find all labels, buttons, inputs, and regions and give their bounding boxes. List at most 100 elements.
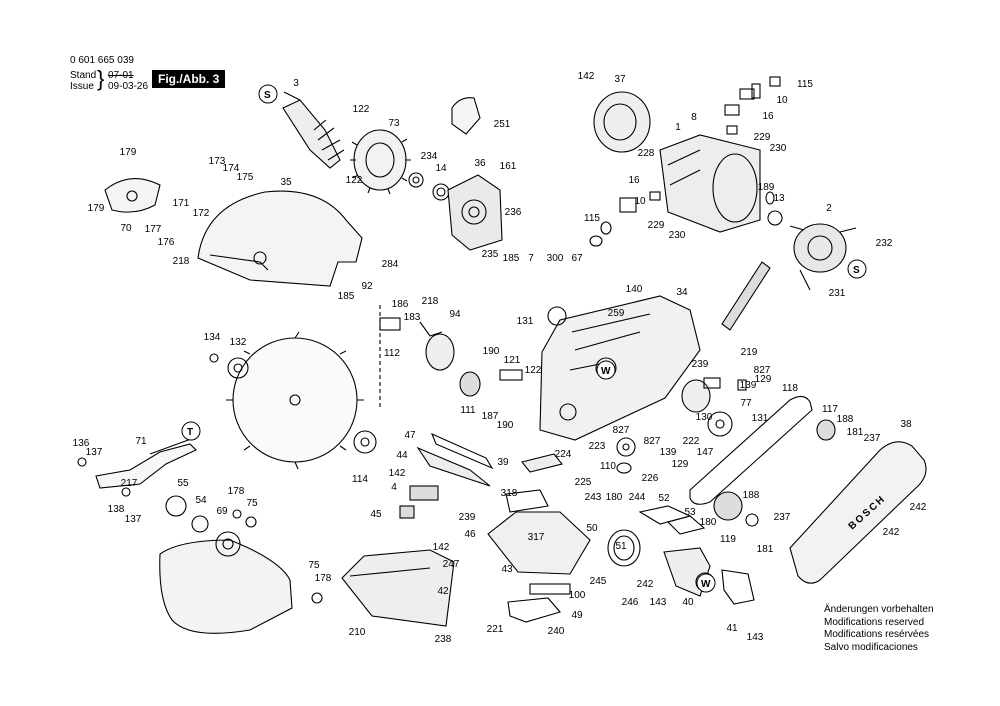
part-number-callout: 13 (773, 193, 785, 204)
part-number-callout: 14 (435, 163, 447, 174)
part-number-callout: 10 (776, 95, 788, 106)
part-number-callout: 229 (648, 220, 665, 231)
symbol-s-2: S (847, 259, 867, 279)
part-number-callout: 175 (237, 172, 254, 183)
part-number-callout: 139 (660, 447, 677, 458)
part-number-callout: 143 (650, 597, 667, 608)
part-number-callout: 130 (696, 412, 713, 423)
part-number-callout: 236 (505, 207, 522, 218)
part-number-callout: 244 (629, 492, 646, 503)
part-number-callout: 44 (396, 450, 408, 461)
part-number-callout: 219 (741, 347, 758, 358)
part-number-callout: 129 (755, 374, 772, 385)
part-number-callout: 221 (487, 624, 504, 635)
slide-housing-part (487, 489, 591, 575)
part-number-callout: 140 (626, 284, 643, 295)
part-number-callout: 8 (691, 112, 697, 123)
lever-cap-part (104, 178, 161, 213)
blade-guard-part (197, 190, 363, 287)
part-number-callout: 217 (121, 478, 138, 489)
part-number-callout: 225 (575, 477, 592, 488)
part-number-callout: 43 (501, 564, 513, 575)
field-coil-part (789, 223, 857, 291)
part-number-callout: 70 (120, 223, 132, 234)
part-number-callout: 161 (500, 161, 517, 172)
motor-housing-part (659, 134, 761, 233)
part-number-callout: 131 (752, 413, 769, 424)
part-number-callout: 112 (384, 348, 400, 359)
part-number-callout: 34 (676, 287, 688, 298)
part-number-callout: 179 (120, 147, 137, 158)
part-number-callout: 136 (73, 438, 90, 449)
part-number-callout: 143 (747, 632, 764, 643)
part-number-callout: 827 (613, 425, 630, 436)
base-plate-part (341, 549, 455, 627)
part-number-callout: 180 (700, 517, 717, 528)
part-number-callout: 137 (125, 514, 142, 525)
part-number-callout: 237 (774, 512, 791, 523)
part-number-callout: 228 (638, 148, 655, 159)
part-number-callout: 230 (770, 143, 787, 154)
saw-blade-part (226, 331, 364, 470)
part-number-callout: 183 (404, 312, 421, 323)
svg-text:W: W (701, 579, 711, 590)
part-number-callout: 181 (847, 427, 864, 438)
part-number-callout: 71 (135, 436, 147, 447)
part-number-callout: 36 (474, 158, 486, 169)
part-number-callout: 190 (497, 420, 514, 431)
part-number-callout: 94 (449, 309, 461, 320)
part-number-callout: 118 (782, 383, 798, 394)
part-number-callout: 188 (837, 414, 854, 425)
svg-text:T: T (187, 427, 193, 438)
end-shield-part (593, 91, 651, 153)
belt-cover-part (789, 441, 927, 584)
part-number-callout: 46 (464, 529, 476, 540)
symbol-t: T (181, 421, 201, 441)
part-number-callout: 67 (571, 253, 583, 264)
part-number-callout: 40 (682, 597, 694, 608)
part-number-callout: 45 (370, 509, 382, 520)
part-number-callout: 92 (361, 281, 373, 292)
note-line: Änderungen vorbehalten (824, 604, 934, 615)
part-number-callout: 137 (86, 447, 103, 458)
part-number-callout: 229 (754, 132, 771, 143)
part-number-callout: 190 (483, 346, 500, 357)
part-number-callout: 189 (758, 182, 775, 193)
part-number-callout: 142 (389, 468, 406, 479)
part-number-callout: 178 (315, 573, 332, 584)
part-number-callout: 47 (404, 430, 416, 441)
part-number-callout: 142 (433, 542, 450, 553)
note-line: Modifications reserved (824, 616, 925, 628)
part-number-callout: 177 (145, 224, 162, 235)
part-number-callout: 1 (675, 122, 681, 133)
part-number-callout: 180 (606, 492, 623, 503)
symbol-w-2: W (696, 573, 716, 593)
part-number-callout: 51 (615, 541, 627, 552)
part-number-callout: 172 (193, 208, 210, 219)
part-number-callout: 171 (173, 198, 190, 209)
part-number-callout: 131 (517, 316, 534, 327)
part-number-callout: 173 (209, 156, 226, 167)
part-number-callout: 231 (829, 288, 846, 299)
brace-icon: } (97, 66, 105, 91)
symbol-markers: S S W W T (181, 84, 867, 593)
part-number-callout: 142 (578, 71, 595, 82)
part-number-callout: 185 (503, 253, 520, 264)
armature-part (282, 91, 345, 169)
gear-housing-part (539, 295, 701, 441)
part-number-callout: 10 (634, 196, 646, 207)
part-number-callout: 187 (482, 411, 499, 422)
part-number-callout: 147 (697, 447, 714, 458)
part-number-callout: 226 (642, 473, 659, 484)
part-number-callout: 223 (589, 441, 606, 452)
handle-part (430, 432, 494, 470)
brush-cap-part (451, 97, 481, 135)
part-number-callout: 235 (482, 249, 499, 260)
part-number-callout: 50 (586, 523, 598, 534)
symbol-w-1: W (596, 360, 616, 380)
part-number-callout: 110 (600, 461, 616, 472)
part-number-callout: 827 (644, 436, 661, 447)
part-number-callout: 132 (230, 337, 247, 348)
stand-date: 07-01 (108, 70, 134, 81)
